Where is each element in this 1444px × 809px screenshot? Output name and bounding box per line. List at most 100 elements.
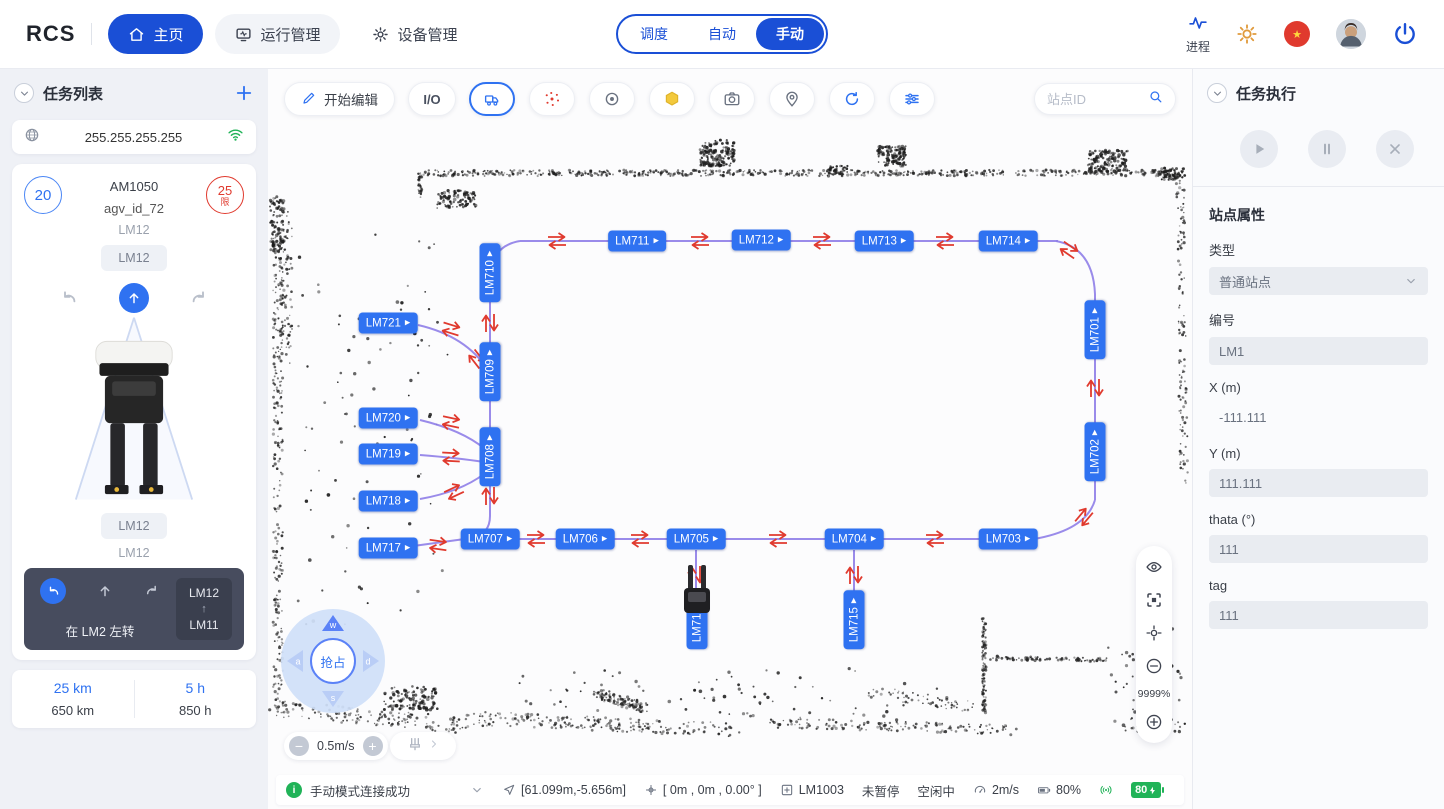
mode-tab-dispatch[interactable]: 调度 — [640, 26, 668, 42]
station-LM715[interactable]: LM715▶ — [843, 590, 865, 650]
zoom-in-button[interactable] — [1143, 711, 1165, 733]
status-message: 手动模式连接成功 — [310, 784, 411, 799]
joystick-right-button[interactable] — [363, 650, 379, 672]
action-icons — [36, 578, 164, 604]
field-tag-input[interactable]: 111 — [1209, 601, 1428, 629]
station-LM711[interactable]: LM711▶ — [608, 230, 666, 252]
turn-left-button[interactable] — [59, 288, 79, 308]
joystick-up-button[interactable] — [322, 615, 344, 631]
status-message-select[interactable]: i 手动模式连接成功 — [286, 781, 484, 800]
nav-item-home[interactable]: 主页 — [108, 14, 204, 54]
turn-right-button[interactable] — [189, 288, 209, 308]
layer-settings-button[interactable] — [889, 82, 935, 116]
turn-right-indicator — [144, 583, 160, 599]
fork-control-button[interactable] — [390, 732, 456, 760]
theme-toggle-button[interactable] — [1236, 23, 1258, 45]
joystick-left-button[interactable] — [287, 650, 303, 672]
grid-icon — [781, 784, 792, 796]
field-type-select[interactable]: 普通站点 — [1209, 267, 1428, 295]
curve-right-icon — [146, 585, 156, 595]
start-edit-button[interactable]: 开始编辑 — [284, 82, 395, 116]
target-layer-button[interactable] — [589, 82, 635, 116]
station-LM709[interactable]: LM709▶ — [479, 342, 501, 402]
station-search — [1034, 83, 1176, 115]
station-search-input[interactable] — [1047, 91, 1142, 107]
forward-button[interactable] — [119, 283, 149, 313]
station-LM713[interactable]: LM713▶ — [854, 230, 914, 252]
collapse-execution-button[interactable] — [1207, 83, 1227, 103]
station-direction-icon: ▶ — [404, 319, 411, 327]
station-LM706[interactable]: LM706▶ — [555, 528, 615, 550]
status-value: 未暂停 — [861, 784, 900, 799]
locate-station-button[interactable] — [769, 82, 815, 116]
speed-decrease-button[interactable]: − — [289, 736, 309, 756]
station-LM714[interactable]: LM714▶ — [978, 230, 1038, 252]
action-description: 在 LM2 左转 — [65, 625, 135, 639]
refresh-map-button[interactable] — [829, 82, 875, 116]
field-code-input[interactable]: LM1 — [1209, 337, 1428, 365]
user-avatar[interactable] — [1336, 19, 1366, 49]
chevron-down-icon — [20, 91, 28, 96]
station-LM704[interactable]: LM704▶ — [824, 528, 884, 550]
station-LM702[interactable]: LM702▶ — [1084, 422, 1106, 482]
station-LM708[interactable]: LM708▶ — [479, 427, 501, 487]
station-LM719[interactable]: LM719▶ — [358, 443, 418, 465]
joystick-down-button[interactable] — [322, 691, 344, 707]
power-button[interactable] — [1392, 21, 1418, 47]
seize-control-button[interactable]: 抢占 — [310, 638, 356, 684]
task-play-button[interactable] — [1240, 130, 1278, 168]
frame-icon — [1147, 593, 1161, 607]
fit-view-button[interactable] — [1143, 589, 1165, 611]
station-direction-icon: ▶ — [712, 535, 719, 543]
field-y-input[interactable]: 111.111 — [1209, 469, 1428, 497]
station-LM718[interactable]: LM718▶ — [358, 490, 418, 512]
status-battery-level: 80 — [1131, 782, 1165, 798]
station-LM710[interactable]: LM710▶ — [479, 243, 501, 303]
station-label: LM720 — [365, 412, 401, 424]
robot-connection-card[interactable]: 255.255.255.255 — [12, 120, 256, 154]
status-signal — [1099, 783, 1113, 797]
locate-center-button[interactable] — [1143, 622, 1165, 644]
station-LM707[interactable]: LM707▶ — [460, 528, 520, 550]
station-label: LM701 — [1089, 317, 1101, 353]
station-tag-top: LM12 — [101, 245, 167, 271]
field-theta-input[interactable]: 111 — [1209, 535, 1428, 563]
nav-item-devices[interactable]: 设备管理 — [352, 14, 477, 54]
station-LM703[interactable]: LM703▶ — [978, 528, 1038, 550]
station-direction-icon: ▶ — [1024, 237, 1031, 245]
task-cancel-button[interactable] — [1376, 130, 1414, 168]
mode-tab-manual[interactable]: 手动 — [756, 18, 824, 50]
mode-tab-auto[interactable]: 自动 — [708, 26, 736, 42]
station-direction-icon: ▶ — [486, 250, 494, 257]
map-agv-marker[interactable] — [682, 563, 712, 620]
snapshot-button[interactable] — [709, 82, 755, 116]
zoom-out-button[interactable] — [1143, 655, 1165, 677]
process-button[interactable]: 进程 — [1186, 13, 1210, 55]
task-pause-button[interactable] — [1308, 130, 1346, 168]
station-LM717[interactable]: LM717▶ — [358, 537, 418, 559]
collapse-task-list-button[interactable] — [14, 83, 34, 103]
station-LM720[interactable]: LM720▶ — [358, 407, 418, 429]
area-layer-button[interactable] — [649, 82, 695, 116]
station-LM721[interactable]: LM721▶ — [358, 312, 418, 334]
status-value: [61.099m,-5.656m] — [521, 783, 626, 797]
laser-layer-button[interactable] — [529, 82, 575, 116]
io-button[interactable]: I/O — [408, 82, 456, 116]
hexagon-icon — [665, 91, 679, 106]
visibility-button[interactable] — [1143, 556, 1165, 578]
language-flag-button[interactable]: ★ — [1284, 21, 1310, 47]
station-LM712[interactable]: LM712▶ — [731, 229, 791, 251]
vehicle-layer-button[interactable] — [469, 82, 515, 116]
avatar-image — [1336, 19, 1366, 49]
station-LM705[interactable]: LM705▶ — [666, 528, 726, 550]
target-icon — [605, 92, 619, 106]
station-direction-icon: ▶ — [404, 450, 411, 458]
speed-increase-button[interactable]: + — [362, 736, 383, 756]
nav-item-operations[interactable]: 运行管理 — [215, 14, 341, 54]
station-LM701[interactable]: LM701▶ — [1084, 300, 1106, 360]
add-task-button[interactable] — [234, 83, 254, 103]
station-label: LM707 — [467, 533, 503, 545]
field-value: 111 — [1219, 541, 1239, 557]
camera-icon — [724, 92, 740, 106]
